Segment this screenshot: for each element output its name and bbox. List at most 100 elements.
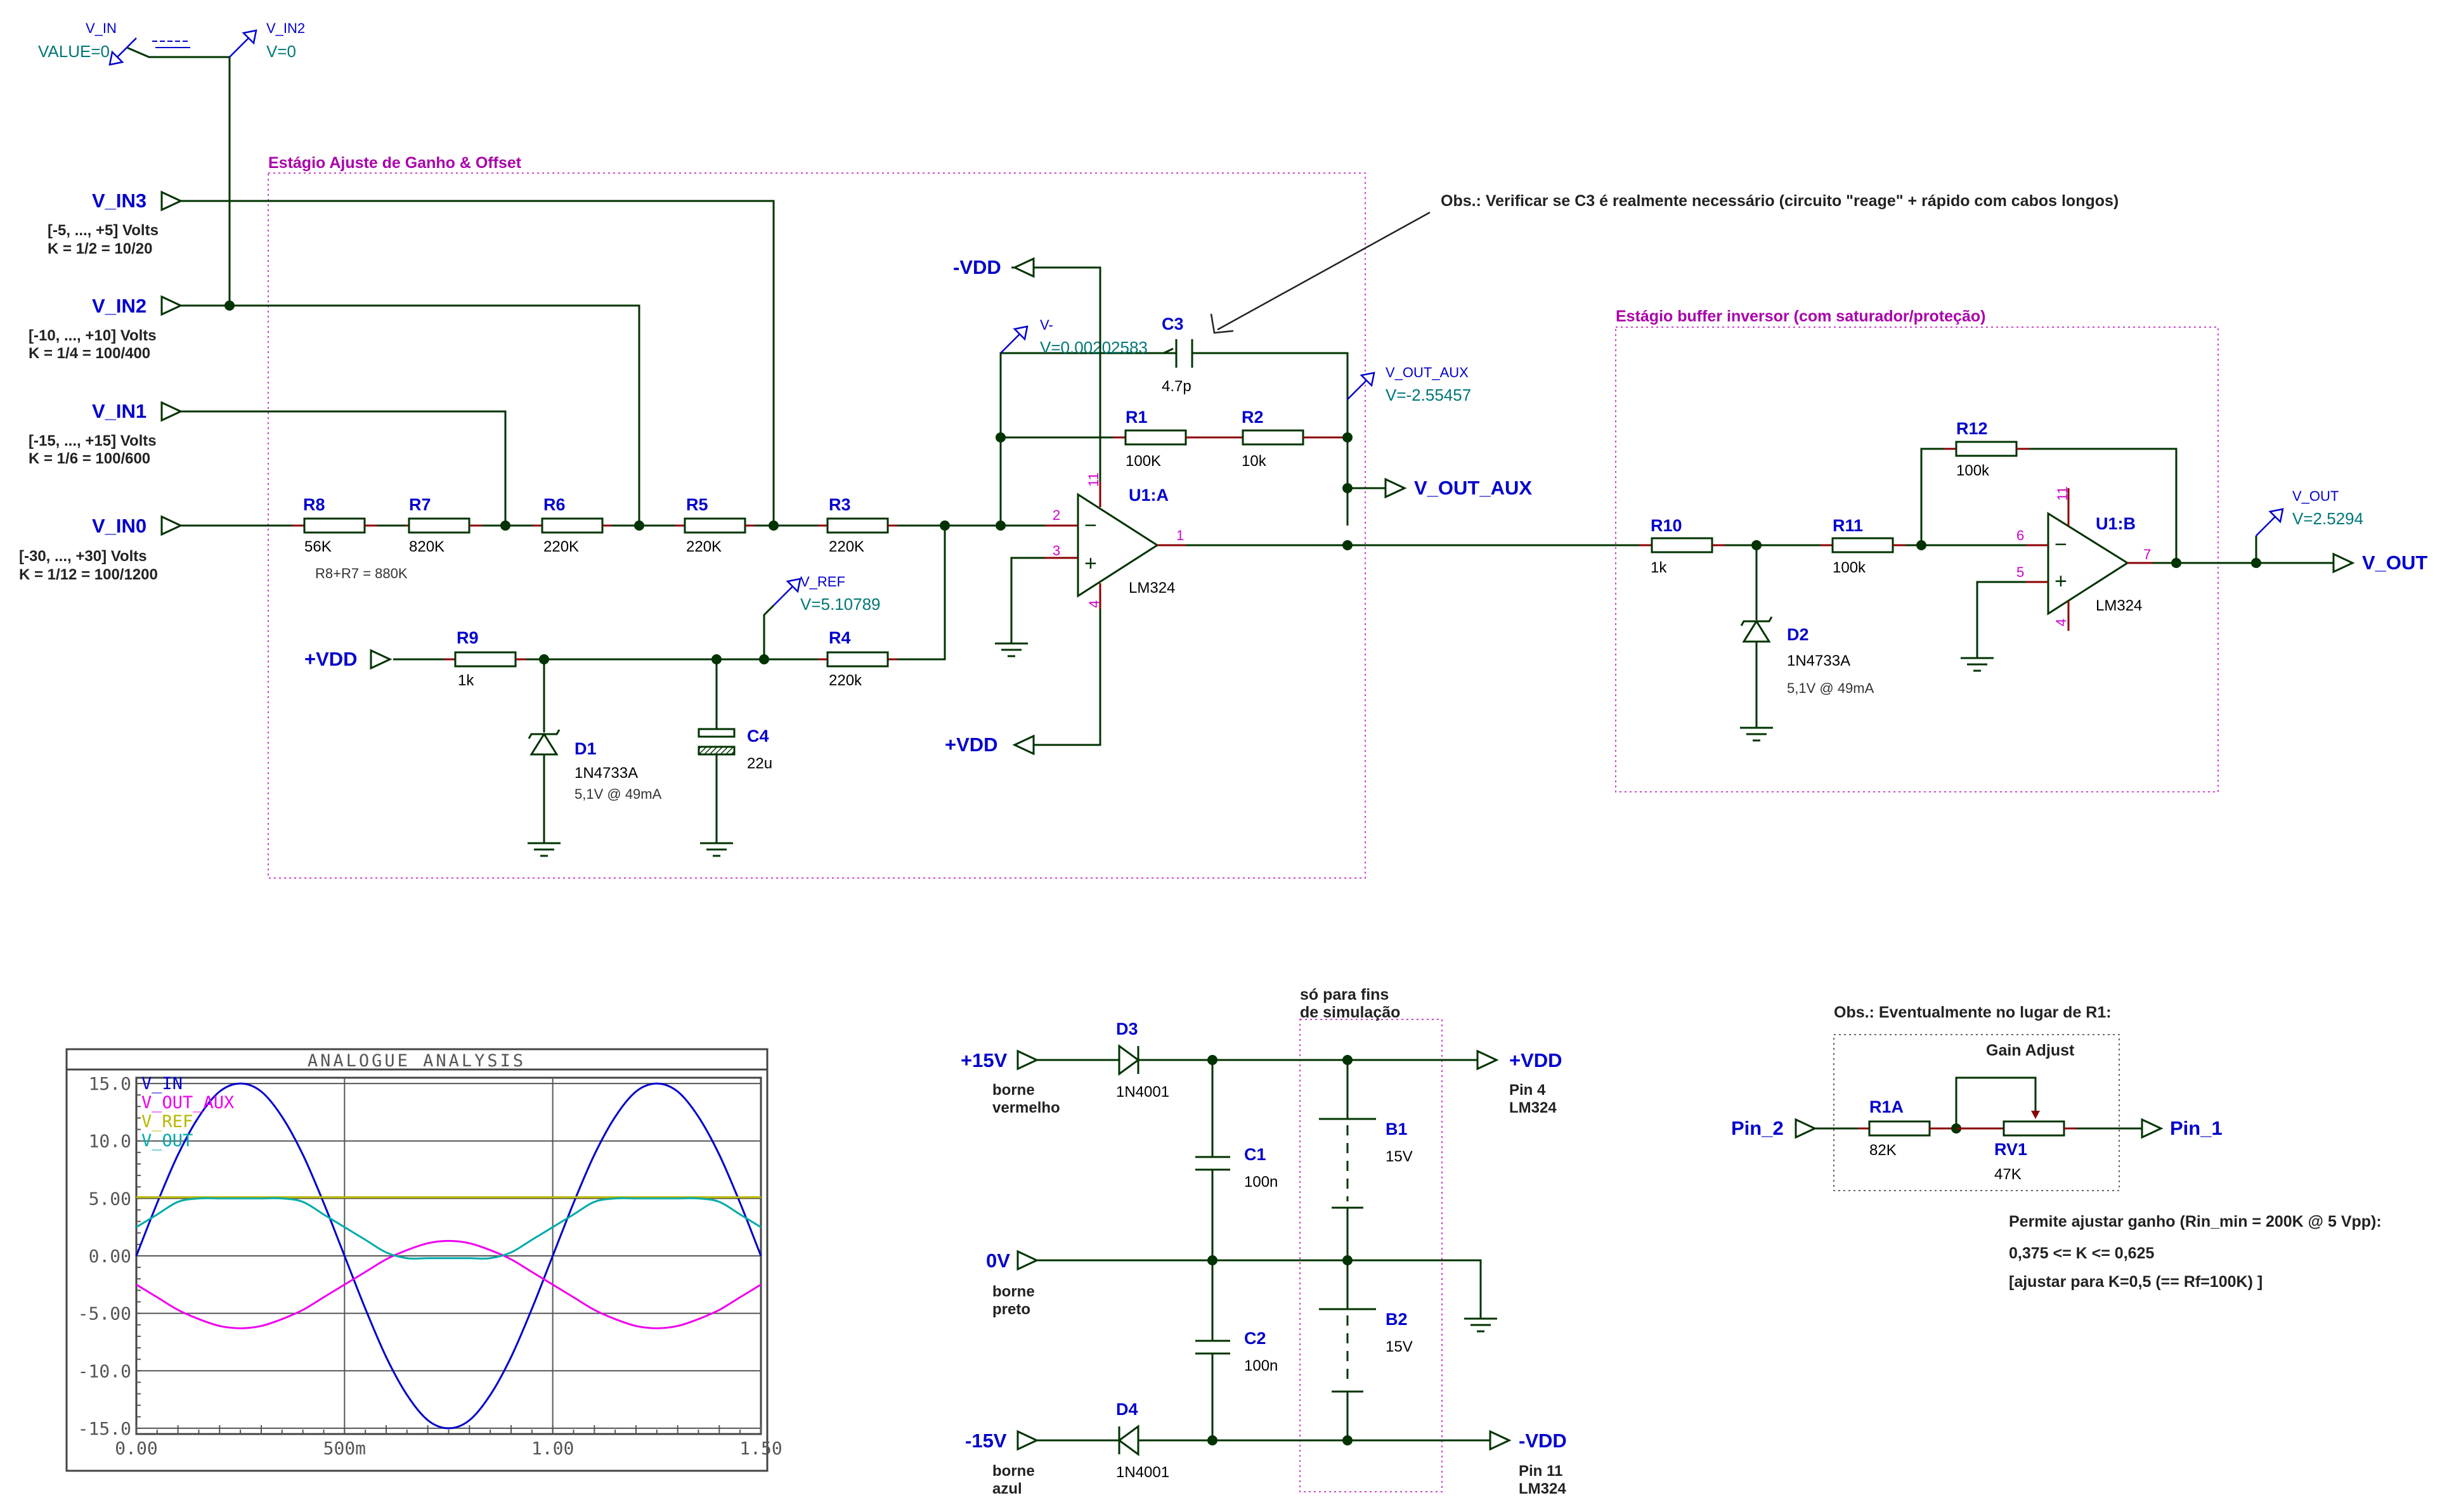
graph-y-tick-label: 10.0 [89, 1131, 131, 1152]
vdd-neg-terminal-3[interactable]: -VDD Pin 11 LM324 [1489, 1430, 1567, 1497]
r4-value: 220k [829, 672, 862, 689]
r9-ref: R9 [457, 628, 479, 647]
input-v-in1[interactable]: V_IN1 [-15, ..., +15] Volts K = 1/6 = 10… [29, 400, 182, 467]
c3-ref: C3 [1162, 314, 1184, 333]
observation-note: Obs.: Verificar se C3 é realmente necess… [1210, 192, 2119, 334]
c2-value: 100n [1244, 1357, 1278, 1374]
zero-note-1: borne [992, 1283, 1035, 1300]
input-v-in3[interactable]: V_IN3 [-5, ..., +5] Volts K = 1/2 = 10/2… [48, 190, 182, 257]
vdd-pos-terminal-3[interactable]: +VDD Pin 4 LM324 [1476, 1049, 1562, 1116]
graph-y-tick-label: 15.0 [89, 1073, 131, 1094]
v-out-aux-probe-name: V_OUT_AUX [1386, 365, 1469, 380]
input-v-in0-label: V_IN0 [92, 515, 146, 537]
resistor-r3[interactable]: R3 220K [818, 495, 897, 555]
graph-y-tick-label: -10.0 [78, 1360, 131, 1381]
r10-value: 1k [1651, 559, 1667, 576]
rv1-ref: RV1 [1994, 1140, 2027, 1159]
r12-value: 100k [1956, 462, 1990, 479]
v-ref-probe: V_REF V=5.10789 [772, 574, 881, 614]
series-line-v-out [136, 1197, 762, 1260]
resistor-r11[interactable]: R11 100k [1820, 516, 1905, 576]
v-out-aux-label: V_OUT_AUX [1414, 477, 1532, 499]
resistor-r2[interactable]: R2 10k [1242, 408, 1347, 470]
input-v-in1-range: [-15, ..., +15] Volts [29, 432, 157, 449]
r5-value: 220K [686, 538, 722, 555]
svg-text:+: + [1084, 552, 1097, 576]
v-in2-probe-name: V_IN2 [266, 20, 305, 36]
vdd-neg-terminal-1[interactable]: -VDD [953, 256, 1035, 278]
v-minus-probe-value: V=0.00202583 [1040, 338, 1148, 357]
gain-adjust-obs: Obs.: Eventualmente no lugar de R1: [1834, 1004, 2112, 1021]
diode-d4[interactable]: D4 1N4001 [1116, 1400, 1169, 1481]
battery-b2[interactable]: B2 15V [1319, 1260, 1413, 1440]
resistor-r1a[interactable]: R1A 82K [1858, 1097, 1956, 1159]
series-line-v-out-aux [136, 1239, 762, 1329]
resistor-r8[interactable]: R8 56K [292, 495, 377, 555]
pin1-terminal[interactable]: Pin_1 [2141, 1117, 2223, 1139]
resistor-r12[interactable]: R12 100k [1944, 419, 2029, 479]
r5-ref: R5 [686, 495, 708, 514]
m15-label: -15V [965, 1430, 1007, 1452]
input-v-in2[interactable]: V_IN2 [-10, ..., +10] Volts K = 1/4 = 10… [29, 295, 182, 362]
pin-11: 11 [1086, 472, 1101, 487]
opamp-u1b[interactable]: − + U1:B LM324 6 5 7 11 4 [2016, 486, 2153, 631]
rv1-value: 47K [1994, 1166, 2022, 1183]
input-v-in0[interactable]: V_IN0 [-30, ..., +30] Volts K = 1/12 = 1… [19, 515, 182, 583]
resistor-r4[interactable]: R4 220k [818, 628, 897, 689]
pin2-terminal[interactable]: Pin_2 [1731, 1117, 1816, 1139]
m15-note-1: borne [992, 1463, 1035, 1480]
d4-value: 1N4001 [1116, 1464, 1169, 1481]
capacitor-c1[interactable]: C1 100n [1195, 1060, 1278, 1260]
vdd-pos-terminal-1[interactable]: +VDD [304, 648, 391, 670]
pin-4: 4 [1086, 600, 1102, 608]
svg-text:−: − [1084, 514, 1097, 538]
gain-offset-stage-title: Estágio Ajuste de Ganho & Offset [268, 154, 522, 172]
p15-note-1: borne [992, 1082, 1035, 1099]
vdd-pos-label-3: +VDD [1509, 1049, 1562, 1071]
resistor-r5[interactable]: R5 220K [675, 495, 755, 555]
input-v-in3-label: V_IN3 [92, 190, 146, 212]
potentiometer-rv1[interactable]: RV1 47K [1956, 1120, 2077, 1183]
legend-v-out: V_OUT [141, 1131, 193, 1151]
sim-only-title-2: de simulação [1300, 1004, 1400, 1021]
pin-1: 1 [1176, 527, 1184, 543]
zener-d1[interactable]: D1 1N4733A 5,1V @ 49mA [526, 659, 662, 857]
diode-d3[interactable]: D3 1N4001 [1116, 1019, 1169, 1101]
zener-d2[interactable]: D2 1N4733A 5,1V @ 49mA [1739, 545, 1874, 742]
r1-value: 100K [1126, 453, 1161, 470]
u1b-value: LM324 [2096, 597, 2142, 614]
u1a-ref: U1:A [1129, 486, 1169, 505]
pin-3: 3 [1053, 543, 1060, 559]
m15-terminal[interactable]: -15V borne azul [965, 1430, 1038, 1497]
pin-4b: 4 [2053, 619, 2069, 626]
resistor-r9[interactable]: R9 1k [444, 628, 526, 689]
input-v-in2-k: K = 1/4 = 100/400 [29, 345, 150, 362]
c3-value: 4.7p [1162, 378, 1191, 395]
vdd-pos-terminal-2[interactable]: +VDD [945, 733, 1035, 756]
resistor-r1[interactable]: R1 100K [1113, 408, 1243, 470]
b1-ref: B1 [1386, 1120, 1408, 1139]
zero-terminal[interactable]: 0V borne preto [986, 1250, 1038, 1318]
input-v-in1-k: K = 1/6 = 100/600 [29, 450, 150, 467]
r1a-ref: R1A [1869, 1097, 1904, 1116]
resistor-r6[interactable]: R6 220K [533, 495, 612, 555]
capacitor-c4[interactable]: C4 22u [698, 659, 772, 857]
d1-value: 1N4733A [575, 765, 638, 782]
resistor-r10[interactable]: R10 1k [1639, 516, 1725, 576]
gain-adjust-note-1: Permite ajustar ganho (Rin_min = 200K @ … [2009, 1213, 2382, 1231]
d2-value: 1N4733A [1787, 652, 1850, 669]
opamp-u1a[interactable]: − + U1:A LM324 2 3 1 11 4 [1045, 472, 1186, 609]
legend-v-in: V_IN [141, 1074, 183, 1094]
v-out-terminal[interactable]: V_OUT [2332, 552, 2427, 574]
graph-y-tick-label: 5.00 [89, 1188, 131, 1209]
m15-note-2: azul [992, 1480, 1022, 1497]
pin-7: 7 [2143, 546, 2151, 562]
resistor-r7[interactable]: R7 820K R8+R7 = 880K [315, 495, 482, 581]
r6-ref: R6 [543, 495, 566, 514]
graph-x-tick-label: 1.00 [531, 1438, 574, 1459]
capacitor-c2[interactable]: C2 100n [1195, 1260, 1278, 1440]
v-out-aux-terminal[interactable]: V_OUT_AUX [1347, 477, 1532, 499]
battery-b1[interactable]: B1 15V [1319, 1060, 1413, 1260]
p15-terminal[interactable]: +15V borne vermelho [961, 1049, 1060, 1116]
v-in2-probe-value: V=0 [266, 42, 296, 61]
